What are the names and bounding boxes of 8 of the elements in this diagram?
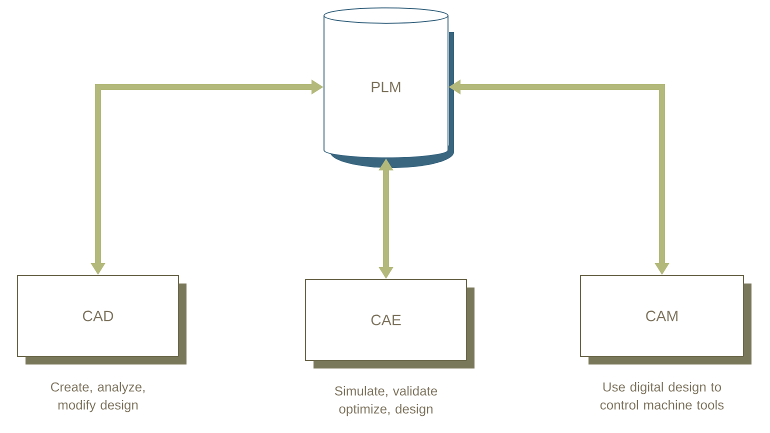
node-label: Simulate, validate optimize, design — [334, 386, 438, 416]
process-box: CAM — [580, 275, 752, 364]
node-label: Use digital design to control machine tools — [600, 382, 724, 410]
node-label: PLM — [372, 82, 400, 92]
database-cylinder: PLM — [324, 7, 454, 168]
process-box: CAE — [305, 279, 474, 368]
node-label: Create, analyze, modify design — [50, 382, 145, 412]
process-box: CAD — [17, 275, 186, 364]
